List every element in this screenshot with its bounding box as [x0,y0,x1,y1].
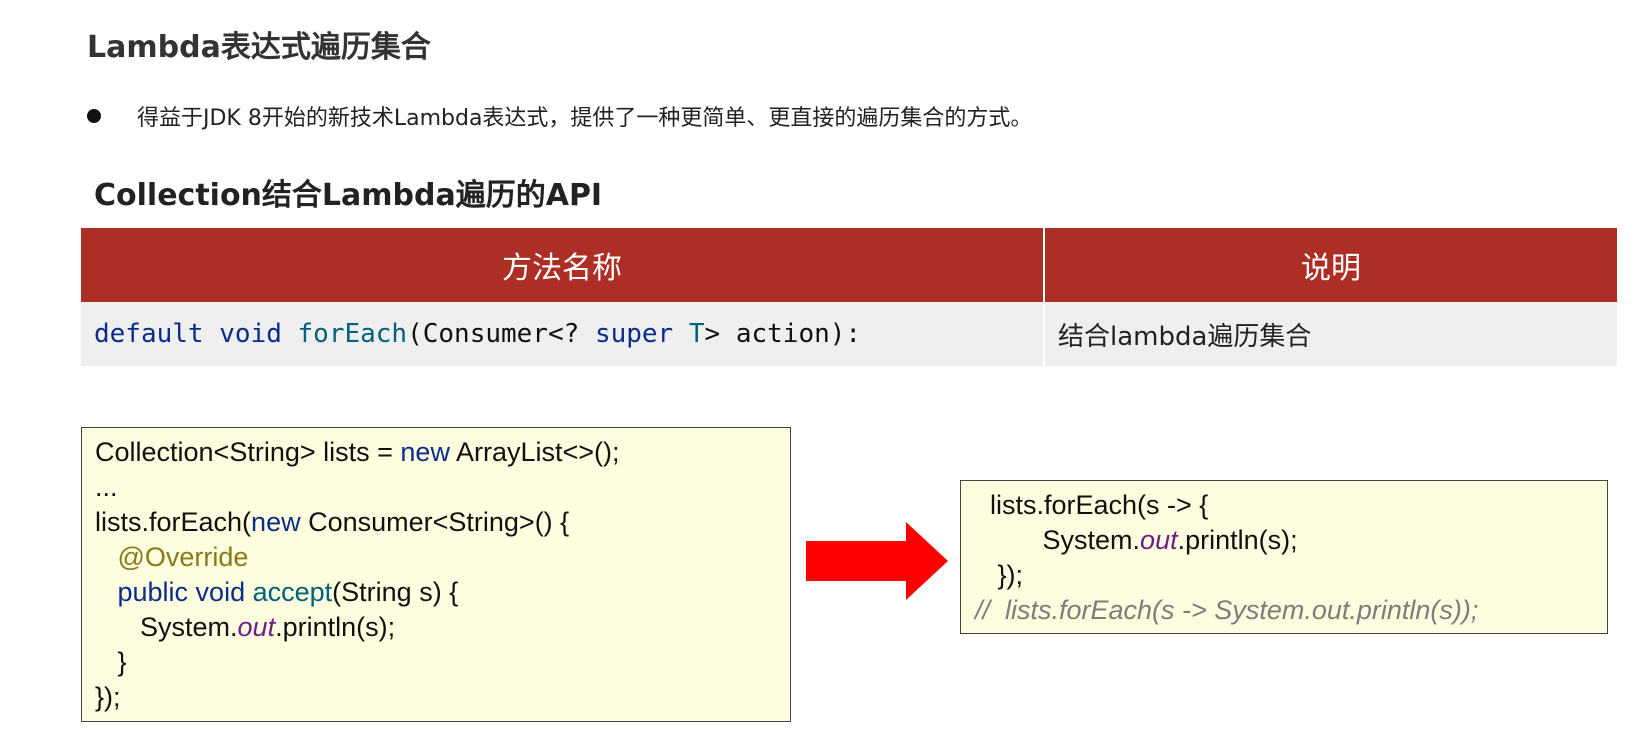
code-text: lists.forEach( [95,507,252,537]
code-method-name: accept [252,577,333,607]
sig-super-keyword: super [594,319,674,349]
sig-void-keyword: void [219,319,282,349]
header-method-name: 方法名称 [81,228,1044,302]
sig-default-keyword: default [94,319,204,349]
table-row: default void forEach(Consumer<? super T>… [81,302,1617,366]
header-description: 说明 [1043,228,1617,302]
code-line: }); [975,560,1024,590]
code-line: lists.forEach(s -> { [975,490,1209,520]
code-text: ArrayList<>(); [449,437,620,467]
sig-type-param: T [688,319,705,349]
code-text: Consumer<String>() { [300,507,570,537]
api-table: 方法名称 说明 default void forEach(Consumer<? … [81,228,1617,366]
sig-method-name: forEach [297,319,408,349]
sig-params-end: > action): [704,319,862,349]
section-subtitle: Collection结合Lambda遍历的API [94,178,603,213]
code-annotation: @Override [95,542,249,572]
code-keyword: new [251,507,301,537]
method-signature-cell: default void forEach(Consumer<? super T>… [81,302,1044,366]
code-text: Collection<String> lists = [95,437,401,467]
code-text: System. [95,612,238,642]
code-line: Collection<String> lists = new ArrayList… [95,435,790,470]
code-line: System.out.println(s); [975,523,1607,558]
code-text: System. [975,525,1141,555]
code-text: .println(s); [1177,525,1298,555]
anonymous-class-code-block: Collection<String> lists = new ArrayList… [81,427,791,722]
code-static-field: out [1140,525,1178,555]
code-line: ... [95,472,118,502]
code-text: (String s) { [332,577,459,607]
code-comment: // lists.forEach(s -> System.out.println… [975,595,1479,625]
sig-params-start: (Consumer<? [407,319,595,349]
bullet-item: 得益于JDK 8开始的新技术Lambda表达式，提供了一种更简单、更直接的遍历集… [87,100,1032,132]
code-line: lists.forEach(new Consumer<String>() { [95,505,790,540]
method-description-cell: 结合lambda遍历集合 [1043,302,1617,366]
code-line: }); [95,682,121,712]
bullet-dot-icon [87,109,101,123]
code-text: .println(s); [275,612,396,642]
code-static-field: out [237,612,276,642]
bullet-text: 得益于JDK 8开始的新技术Lambda表达式，提供了一种更简单、更直接的遍历集… [137,106,1033,131]
code-line: public void accept(String s) { [95,575,790,610]
code-line: } [95,647,127,677]
code-keyword: new [400,437,450,467]
table-header-row: 方法名称 说明 [81,228,1617,302]
code-keyword: public void [95,577,246,607]
page-title: Lambda表达式遍历集合 [87,30,431,65]
right-arrow-icon [806,522,948,600]
code-line: System.out.println(s); [95,610,790,645]
lambda-code-block: lists.forEach(s -> { System.out.println(… [960,480,1608,634]
